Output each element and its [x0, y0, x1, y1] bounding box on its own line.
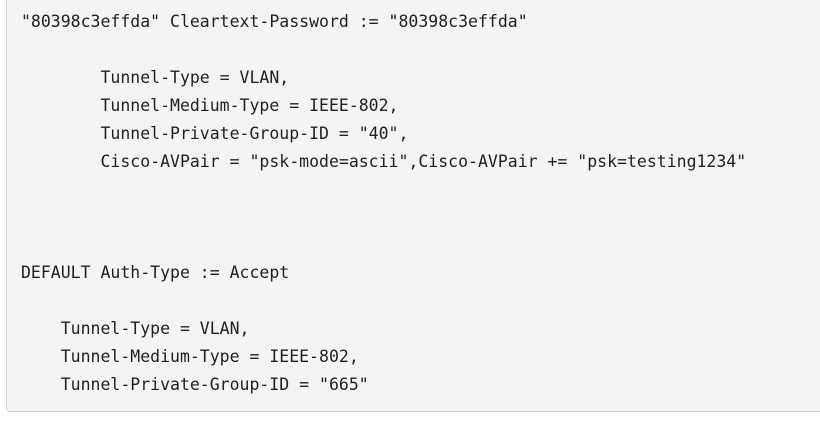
code-line: Tunnel-Type = VLAN,: [21, 68, 290, 87]
code-block: [6, 0, 820, 412]
code-line: "80398c3effda" Cleartext-Password := "80…: [21, 12, 528, 31]
code-line: DEFAULT Auth-Type := Accept: [21, 263, 290, 282]
code-line: Tunnel-Medium-Type = IEEE-802,: [21, 347, 359, 366]
code-line: Tunnel-Private-Group-ID = "665": [21, 375, 369, 394]
code-line: Tunnel-Medium-Type = IEEE-802,: [21, 96, 399, 115]
code-line: Tunnel-Type = VLAN,: [21, 319, 250, 338]
code-line: Tunnel-Private-Group-ID = "40",: [21, 124, 409, 143]
code-line: Cisco-AVPair = "psk-mode=ascii",Cisco-AV…: [21, 152, 747, 171]
